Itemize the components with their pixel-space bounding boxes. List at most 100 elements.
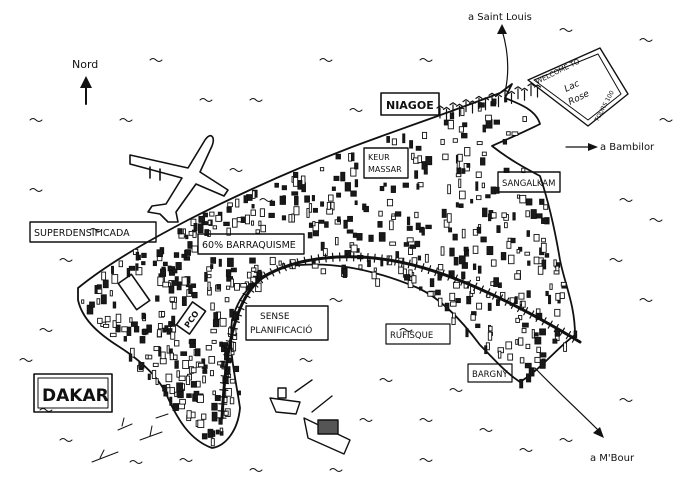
building	[129, 317, 133, 323]
building	[219, 341, 224, 347]
building	[181, 253, 187, 258]
keur-massar-label-line2: MASSAR	[368, 165, 402, 174]
building	[142, 328, 147, 336]
building	[170, 331, 176, 340]
building	[452, 138, 458, 143]
building	[455, 202, 459, 208]
building	[112, 301, 117, 309]
north-arrow	[80, 76, 92, 105]
building	[169, 296, 175, 302]
building	[223, 221, 230, 227]
building	[408, 269, 413, 277]
building	[318, 219, 325, 224]
building	[354, 200, 358, 206]
rail-tie	[492, 291, 497, 300]
rail-tie	[414, 261, 418, 271]
lac-rose-sign	[527, 47, 629, 127]
building	[482, 124, 486, 133]
building	[465, 328, 469, 338]
building	[221, 346, 226, 353]
building	[518, 292, 525, 300]
building	[324, 221, 329, 228]
building	[291, 191, 299, 196]
building	[335, 153, 341, 160]
building	[156, 329, 162, 338]
building	[157, 276, 164, 287]
building	[522, 116, 527, 122]
building	[487, 302, 492, 311]
building	[162, 384, 168, 392]
building	[485, 114, 492, 122]
building	[227, 257, 234, 267]
palm-tree	[514, 86, 522, 100]
wave-mark	[19, 358, 33, 362]
building	[190, 218, 197, 227]
building	[527, 260, 531, 266]
building	[226, 285, 231, 290]
building	[409, 244, 417, 249]
wave-mark	[249, 98, 263, 102]
building	[440, 138, 445, 145]
building	[444, 302, 450, 312]
building	[191, 245, 198, 253]
building	[186, 410, 192, 419]
building	[209, 211, 215, 217]
building	[455, 173, 462, 178]
rail-tie	[246, 286, 255, 293]
building	[193, 223, 198, 231]
rail-tie	[523, 307, 529, 316]
building	[536, 213, 543, 219]
building	[508, 254, 515, 265]
building	[356, 233, 363, 241]
wave-mark	[329, 468, 343, 472]
building	[215, 429, 220, 435]
building	[255, 229, 260, 234]
building	[452, 233, 458, 241]
dakar-label: DAKAR	[42, 386, 109, 406]
sense-planificacio-label-line1: SENSE	[260, 312, 290, 322]
building	[171, 301, 177, 310]
palm-tree	[468, 100, 477, 114]
building	[102, 279, 109, 289]
building	[505, 341, 513, 350]
rail-tie	[256, 275, 264, 284]
building	[162, 281, 169, 288]
building	[378, 210, 383, 217]
building	[419, 286, 423, 291]
rail-tie	[479, 285, 484, 294]
building	[225, 388, 232, 397]
building	[554, 308, 561, 317]
building	[328, 194, 334, 202]
rail-tie	[460, 277, 465, 286]
building	[347, 215, 353, 222]
building	[312, 207, 318, 213]
building	[216, 284, 222, 290]
building	[493, 119, 500, 125]
building	[553, 270, 560, 275]
building	[504, 222, 508, 229]
building	[537, 265, 544, 275]
building	[425, 156, 433, 166]
building	[176, 370, 180, 378]
building	[421, 227, 425, 236]
rail-tie	[303, 256, 307, 266]
wave-mark	[39, 408, 53, 412]
building	[230, 278, 234, 288]
building	[491, 98, 497, 105]
rail-tie	[473, 282, 478, 292]
building	[415, 145, 422, 151]
building	[515, 339, 519, 345]
building	[460, 108, 465, 117]
building	[204, 229, 210, 236]
building	[188, 339, 195, 345]
building	[534, 356, 541, 363]
building	[181, 276, 188, 286]
building	[476, 226, 481, 234]
building	[211, 430, 216, 437]
sangalkam-label-box	[497, 171, 561, 193]
building	[168, 285, 175, 294]
rail-tie	[453, 274, 458, 284]
palm-tree	[507, 90, 516, 104]
rail-tie	[296, 258, 300, 268]
